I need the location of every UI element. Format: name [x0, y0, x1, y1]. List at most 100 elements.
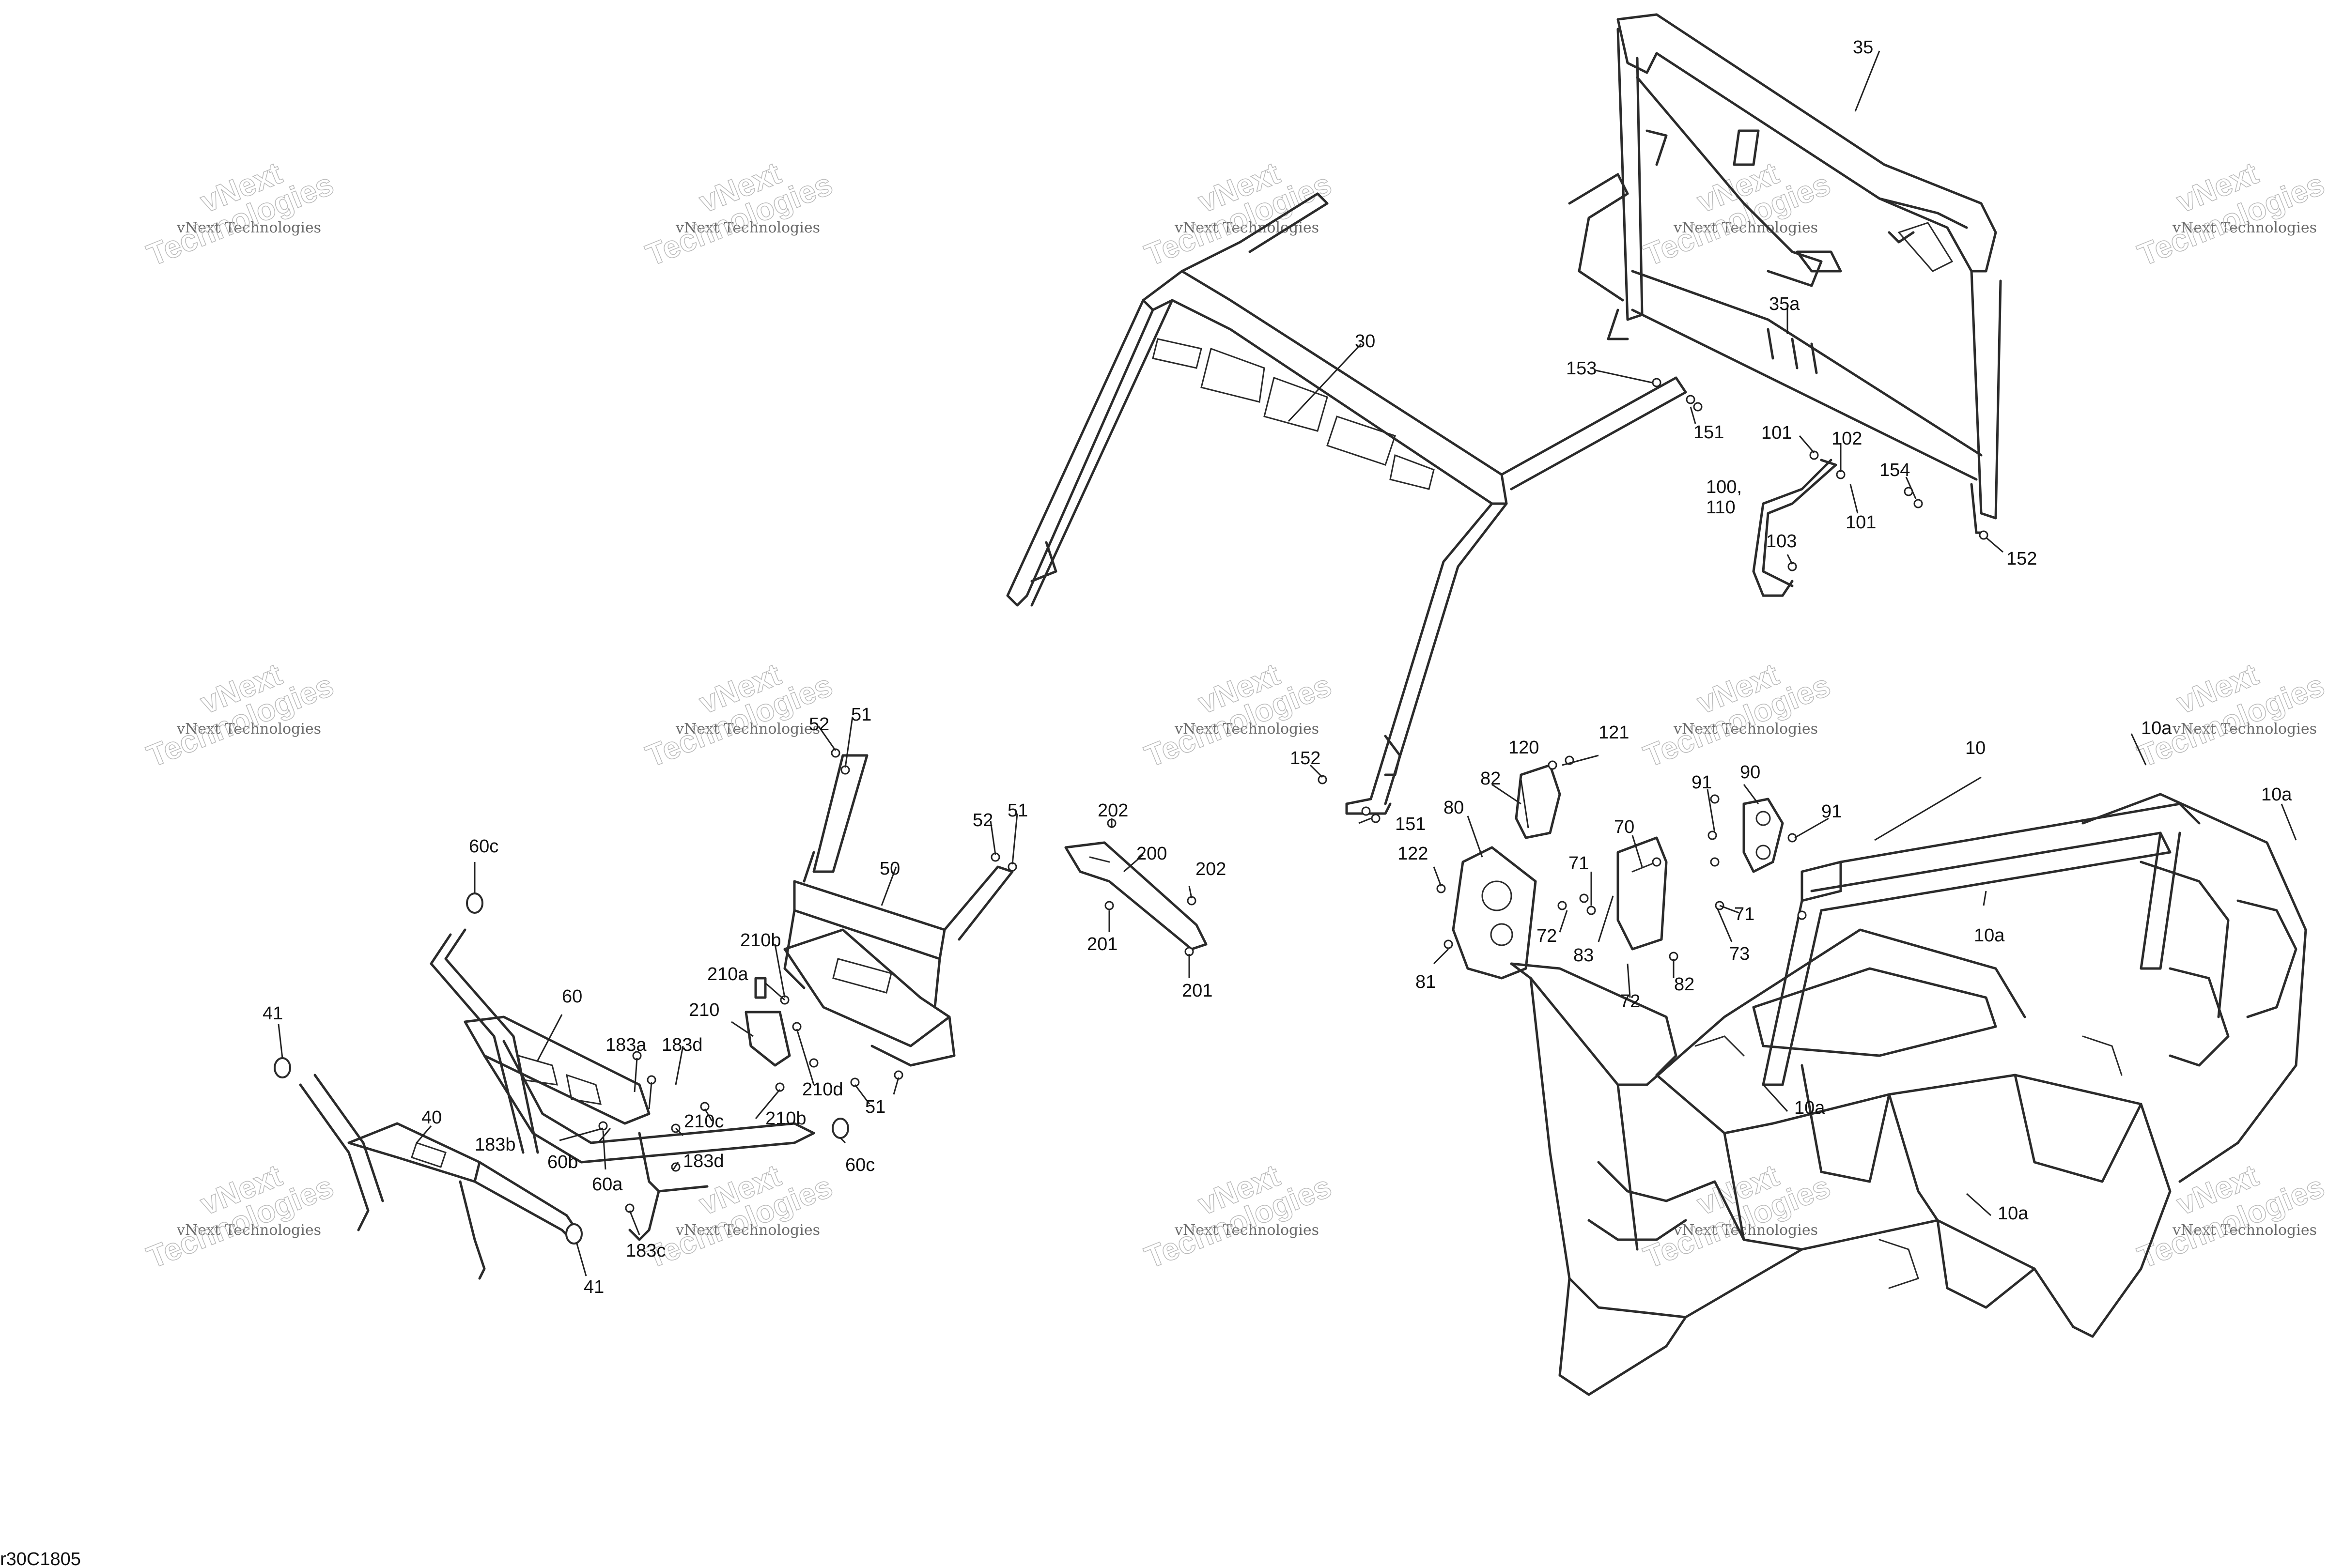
callout-labels: 35 35a 30 153 151 101 102 100, 110 154 1…	[263, 37, 2292, 1297]
part-35-rear-cage	[1568, 13, 2002, 534]
callout-72-bottom: 72	[1620, 991, 1640, 1012]
callout-60a: 60a	[592, 1174, 623, 1195]
callout-152-top: 152	[2006, 549, 2037, 569]
callout-210b-top: 210b	[740, 930, 781, 951]
callout-153: 153	[1566, 358, 1597, 379]
watermark-small-text: vNext Technologies	[2172, 721, 2317, 738]
callout-81: 81	[1415, 972, 1436, 992]
callout-52-right: 52	[973, 810, 993, 830]
part-120-bracket	[1515, 764, 1561, 839]
part-200-front-plate	[1064, 841, 1208, 951]
callout-151-mid: 151	[1395, 814, 1426, 834]
watermark-small-text: vNext Technologies	[1174, 1222, 1319, 1239]
part-40-bumper-bar	[299, 1074, 578, 1280]
callout-183c: 183c	[626, 1241, 666, 1261]
part-100-grab-bar	[1752, 459, 1837, 597]
callout-60c-right: 60c	[845, 1155, 875, 1175]
callout-51-right: 51	[1008, 800, 1028, 821]
watermark-small-text: vNext Technologies	[675, 1222, 820, 1239]
callout-60c-top: 60c	[469, 836, 498, 857]
watermark: vNext Technologies vNext Technologies	[1140, 155, 1337, 273]
end-cap-41-left	[274, 1057, 291, 1078]
part-50-front-bracket	[783, 754, 1014, 1067]
callout-202-top: 202	[1098, 800, 1128, 821]
watermark: vNext Technologies vNext Technologies	[2133, 1157, 2328, 1276]
watermark-small-text: vNext Technologies	[1673, 1222, 1818, 1239]
watermark: vNext Technologies vNext Technologies	[2133, 155, 2328, 273]
callout-122: 122	[1397, 844, 1428, 864]
watermark-small-text: vNext Technologies	[1174, 721, 1319, 738]
callout-70: 70	[1614, 817, 1634, 837]
watermark: vNext Technologies vNext Technologies	[142, 656, 339, 774]
watermark-small-text: vNext Technologies	[1673, 721, 1818, 738]
callout-35a: 35a	[1769, 294, 1800, 314]
end-cap-60c-top	[466, 892, 483, 914]
callout-80: 80	[1443, 798, 1464, 818]
callout-210c: 210c	[684, 1111, 724, 1132]
callout-183b: 183b	[475, 1135, 516, 1155]
end-cap-60c-right	[832, 1118, 849, 1139]
callout-121: 121	[1599, 723, 1629, 743]
callout-51-bottom: 51	[865, 1097, 885, 1117]
callout-201-left: 201	[1087, 934, 1117, 954]
watermark-small-text: vNext Technologies	[2172, 219, 2317, 236]
end-cap-41-right	[565, 1223, 583, 1245]
watermark: vNext Technologies vNext Technologies	[142, 155, 339, 273]
callout-91-left: 91	[1692, 772, 1712, 793]
callout-10a-1: 10a	[2141, 718, 2172, 738]
callout-202-right: 202	[1195, 859, 1226, 879]
callout-210d: 210d	[802, 1079, 843, 1100]
callout-90: 90	[1740, 762, 1760, 783]
callout-73: 73	[1729, 944, 1750, 964]
watermark-small-text: vNext Technologies	[176, 1222, 321, 1239]
callout-72-left: 72	[1536, 926, 1557, 946]
callout-41-left: 41	[263, 1003, 283, 1024]
callout-183d-bottom: 183d	[683, 1151, 724, 1171]
callout-101-top: 101	[1761, 423, 1792, 443]
callout-154: 154	[1879, 460, 1910, 480]
watermark: vNext Technologies vNext Technologies	[1639, 1157, 1836, 1276]
callout-100: 100,	[1706, 477, 1742, 497]
callout-201-right: 201	[1182, 981, 1212, 1001]
watermark-small-text: vNext Technologies	[2172, 1222, 2317, 1239]
callout-30: 30	[1355, 331, 1375, 352]
callout-82-bottom: 82	[1674, 974, 1694, 995]
callout-210b-bottom: 210b	[765, 1108, 807, 1129]
callout-51-top: 51	[851, 705, 871, 725]
watermark: vNext Technologies vNext Technologies	[1639, 656, 1836, 774]
callout-52-left: 52	[809, 714, 829, 735]
callout-183a: 183a	[605, 1035, 647, 1055]
callout-60: 60	[562, 986, 582, 1007]
callout-200: 200	[1136, 844, 1167, 864]
part-90-bracket	[1742, 798, 1784, 873]
callout-91-right: 91	[1821, 801, 1842, 822]
callout-120: 120	[1508, 738, 1539, 758]
callout-152-mid: 152	[1290, 748, 1320, 769]
callout-83: 83	[1573, 945, 1594, 966]
callout-82-top: 82	[1480, 769, 1501, 789]
callout-10a-3: 10a	[1974, 925, 2005, 946]
watermark: vNext Technologies vNext Technologies	[1140, 1157, 1337, 1276]
callout-71-right: 71	[1734, 904, 1754, 924]
callout-41-right: 41	[584, 1277, 604, 1297]
part-10-main-frame	[1510, 793, 2307, 1396]
watermark-small-text: vNext Technologies	[176, 721, 321, 738]
part-70-plate	[1616, 836, 1668, 951]
callout-10a-4: 10a	[1794, 1098, 1825, 1118]
callout-10: 10	[1965, 738, 1986, 758]
callout-71-left: 71	[1568, 853, 1589, 874]
callout-10a-5: 10a	[1998, 1203, 2029, 1224]
leader-lines	[278, 50, 2297, 1276]
watermark-small-text: vNext Technologies	[1673, 219, 1818, 236]
watermark: vNext Technologies vNext Technologies	[2133, 656, 2328, 774]
part-80-bracket	[1452, 846, 1537, 980]
part-60-bumper	[430, 928, 815, 1241]
watermark: vNext Technologies vNext Technologies	[142, 1157, 339, 1276]
watermark-small-text: vNext Technologies	[675, 219, 820, 236]
callout-183d-top: 183d	[662, 1035, 703, 1055]
callout-151-top: 151	[1693, 422, 1724, 443]
callout-60b: 60b	[547, 1152, 578, 1172]
callout-40: 40	[421, 1107, 442, 1128]
callout-35: 35	[1853, 37, 1873, 58]
